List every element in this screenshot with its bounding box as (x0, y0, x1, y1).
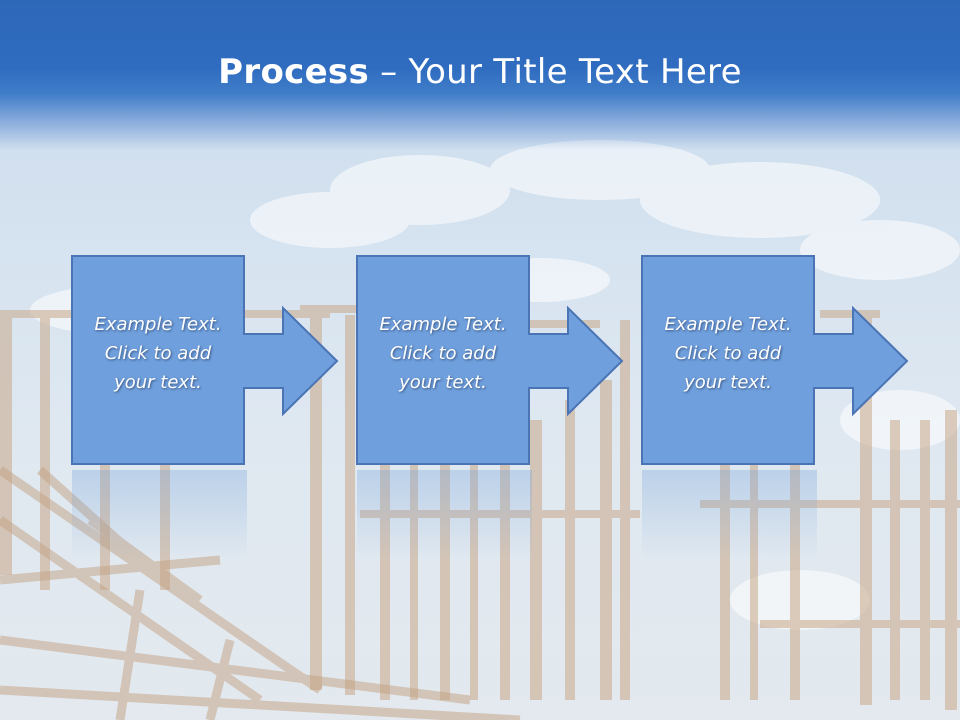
step-text[interactable]: Example Text. Click to add your text. (357, 310, 529, 397)
step-line-3: your text. (399, 372, 487, 393)
right-arrow-callout-icon (71, 255, 339, 465)
step-reflection (72, 470, 247, 560)
step-line-2: Click to add (104, 343, 212, 364)
step-reflection (642, 470, 817, 560)
title-bold: Process (218, 52, 370, 92)
step-line-1: Example Text. (664, 314, 792, 335)
step-line-3: your text. (114, 372, 202, 393)
step-reflection (357, 470, 532, 560)
title-rest: – Your Title Text Here (369, 52, 742, 92)
step-line-2: Click to add (674, 343, 782, 364)
slide-title[interactable]: Process – Your Title Text Here (0, 52, 960, 92)
step-text[interactable]: Example Text. Click to add your text. (642, 310, 814, 397)
step-line-2: Click to add (389, 343, 497, 364)
step-line-3: your text. (684, 372, 772, 393)
process-step-1[interactable]: Example Text. Click to add your text. (71, 255, 412, 471)
process-step-2[interactable]: Example Text. Click to add your text. (356, 255, 697, 471)
step-line-1: Example Text. (379, 314, 507, 335)
process-step-3[interactable]: Example Text. Click to add your text. (641, 255, 960, 471)
title-band (0, 0, 960, 150)
right-arrow-callout-icon (641, 255, 909, 465)
step-text[interactable]: Example Text. Click to add your text. (72, 310, 244, 397)
step-line-1: Example Text. (94, 314, 222, 335)
right-arrow-callout-icon (356, 255, 624, 465)
